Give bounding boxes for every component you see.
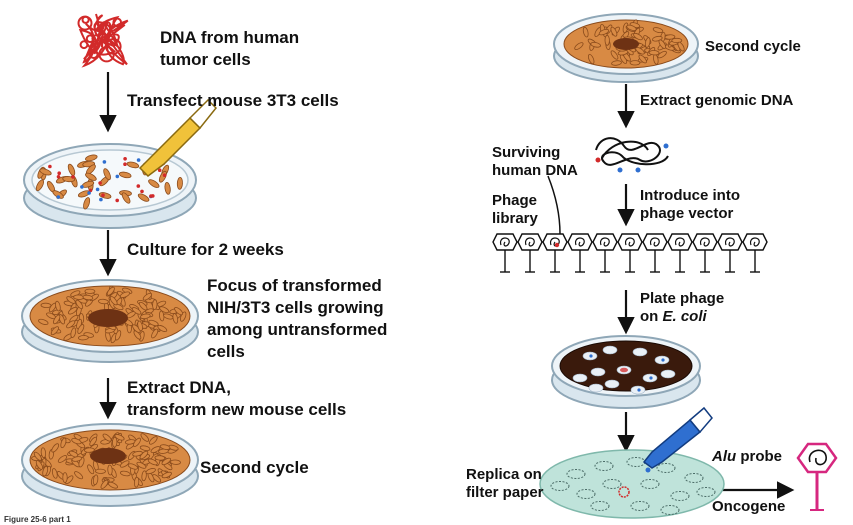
second-cycle-dish-right (553, 13, 699, 83)
focus-label-line2: NIH/3T3 cells growing (207, 298, 384, 317)
plate-label-ecoli: E. coli (662, 308, 707, 325)
step-transfect-label: Transfect mouse 3T3 cells (127, 91, 339, 110)
phage-library (492, 233, 768, 273)
dna-tangle-icon (77, 13, 129, 68)
phage-plate (551, 335, 701, 409)
alu-probe-suffix: probe (736, 448, 783, 465)
extract-genomic-label: Extract genomic DNA (640, 92, 794, 109)
phage-label-line1: Phage (492, 192, 538, 209)
focus-label-line4: cells (207, 342, 245, 361)
dna-label-line1: DNA from human (160, 28, 300, 47)
pipette-icon (138, 98, 218, 177)
surviving-label-line2: human DNA (492, 162, 578, 179)
second-cycle-label-left: Second cycle (200, 458, 309, 477)
genomic-dna-icon (595, 137, 669, 173)
filter-paper (539, 449, 725, 519)
alu-probe-italic: Alu (712, 448, 737, 465)
phage-label-line2: library (492, 210, 538, 227)
oncogene-phage-icon (796, 442, 838, 511)
plate-label-prefix: on (640, 308, 663, 325)
surviving-dna-pointer (547, 175, 561, 235)
step-culture-label: Culture for 2 weeks (127, 240, 284, 259)
plate-label-line2: on E. coli (640, 308, 707, 326)
surviving-label-line1: Surviving (492, 144, 561, 161)
transfection-dish (23, 98, 218, 229)
figure-caption: Figure 25-6 part 1 (4, 515, 71, 524)
second-cycle-dish-left (21, 423, 199, 507)
plate-label-line1: Plate phage (640, 290, 725, 307)
focus-label-line3: among untransformed (207, 320, 388, 339)
alu-probe-label: Alu probe (712, 448, 782, 466)
alu-probe-dropper-icon (642, 406, 713, 473)
replica-label-line1: Replica on (466, 466, 542, 483)
focus-dish (21, 279, 199, 363)
introduce-label-line2: phage vector (640, 205, 734, 222)
focus-label-line1: Focus of transformed (207, 276, 382, 295)
second-cycle-label-right: Second cycle (705, 38, 801, 55)
introduce-label-line1: Introduce into (640, 187, 740, 204)
extract-label-line2: transform new mouse cells (127, 400, 347, 419)
dna-label-line2: tumor cells (160, 50, 251, 69)
extract-label-line1: Extract DNA, (127, 378, 231, 397)
replica-label-line2: filter paper (466, 484, 544, 501)
oncogene-label: Oncogene (712, 498, 786, 515)
